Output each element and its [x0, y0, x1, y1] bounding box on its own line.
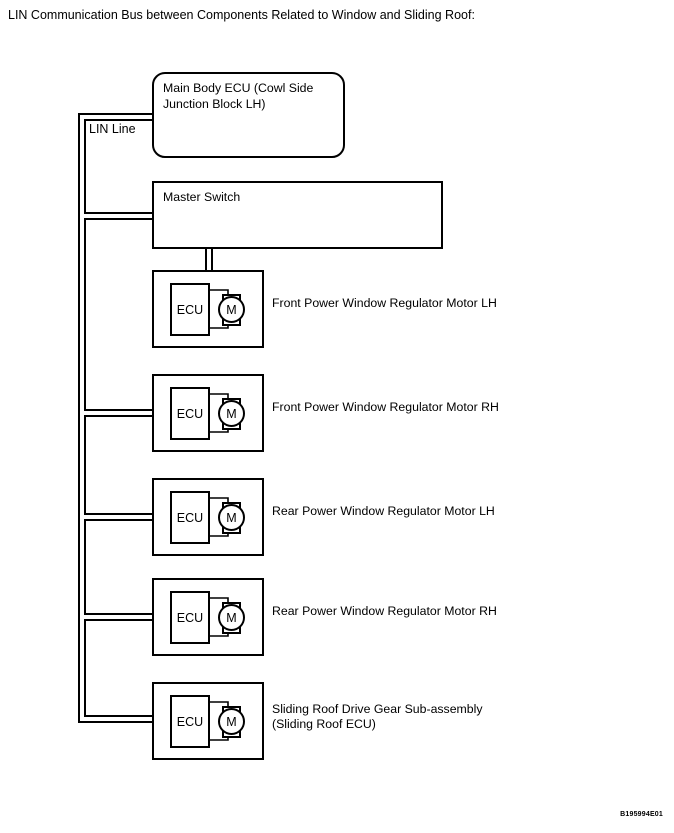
motor-unit-5: ECU M Sliding Roof Drive Gear Sub-assemb… — [0, 682, 674, 760]
motor-label: M — [226, 406, 237, 421]
ecu-box: ECU — [170, 283, 210, 336]
component-label: Rear Power Window Regulator Motor RH — [272, 604, 497, 618]
main-body-ecu-label: Main Body ECU (Cowl Side Junction Block … — [163, 81, 314, 111]
master-switch-box: Master Switch — [152, 181, 443, 249]
ecu-box: ECU — [170, 491, 210, 544]
motor-unit-2: ECU M Front Power Window Regulator Motor… — [0, 374, 674, 452]
component-label: Front Power Window Regulator Motor LH — [272, 296, 497, 310]
motor-icon: M — [218, 296, 245, 323]
component-label: Rear Power Window Regulator Motor LH — [272, 504, 495, 518]
ecu-label: ECU — [176, 302, 204, 317]
component-outer-box: ECU M — [152, 478, 264, 556]
motor-label: M — [226, 302, 237, 317]
motor-icon: M — [218, 604, 245, 631]
motor-label: M — [226, 714, 237, 729]
motor-label: M — [226, 510, 237, 525]
motor-unit-3: ECU M Rear Power Window Regulator Motor … — [0, 478, 674, 556]
component-outer-box: ECU M — [152, 270, 264, 348]
lin-line-label: LIN Line — [89, 122, 138, 136]
diagram-title: LIN Communication Bus between Components… — [8, 8, 475, 22]
ecu-label: ECU — [176, 406, 204, 421]
motor-label: M — [226, 610, 237, 625]
master-switch-label: Master Switch — [163, 190, 241, 204]
motor-icon: M — [218, 504, 245, 531]
component-label: Sliding Roof Drive Gear Sub-assembly (Sl… — [272, 702, 483, 731]
component-outer-box: ECU M — [152, 682, 264, 760]
ecu-box: ECU — [170, 695, 210, 748]
component-outer-box: ECU M — [152, 374, 264, 452]
main-body-ecu-box: Main Body ECU (Cowl Side Junction Block … — [152, 72, 345, 158]
ecu-label: ECU — [176, 510, 204, 525]
ecu-box: ECU — [170, 591, 210, 644]
motor-unit-4: ECU M Rear Power Window Regulator Motor … — [0, 578, 674, 656]
ecu-box: ECU — [170, 387, 210, 440]
ecu-label: ECU — [176, 714, 204, 729]
component-label: Front Power Window Regulator Motor RH — [272, 400, 499, 414]
figure-code: B195994E01 — [620, 811, 663, 818]
motor-icon: M — [218, 400, 245, 427]
component-outer-box: ECU M — [152, 578, 264, 656]
motor-unit-1: ECU M Front Power Window Regulator Motor… — [0, 270, 674, 348]
ecu-label: ECU — [176, 610, 204, 625]
motor-icon: M — [218, 708, 245, 735]
